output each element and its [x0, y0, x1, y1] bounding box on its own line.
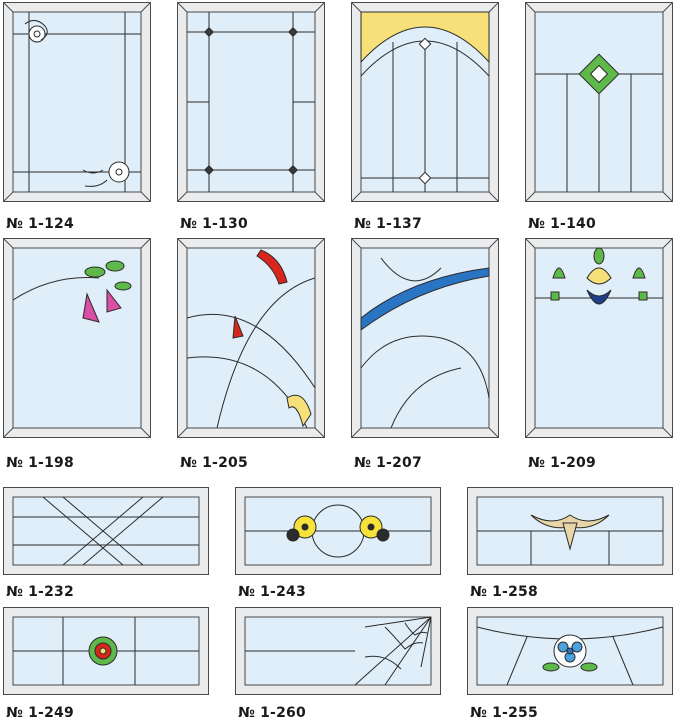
red-rose-icon	[13, 617, 199, 685]
crossed-lines-icon	[13, 496, 199, 566]
window-frame	[351, 238, 499, 438]
caption-1-137: № 1-137	[354, 216, 422, 232]
caption-1-140: № 1-140	[528, 216, 596, 232]
window-1-260[interactable]	[235, 607, 441, 695]
window-1-140[interactable]	[525, 2, 673, 202]
window-1-137[interactable]	[351, 2, 499, 202]
window-1-232[interactable]	[3, 487, 209, 575]
spider-web-icon	[245, 616, 432, 686]
corner-flowers-icon	[13, 12, 141, 192]
window-1-243[interactable]	[235, 487, 441, 575]
window-1-249[interactable]	[3, 607, 209, 695]
caption-1-249: № 1-249	[6, 705, 74, 721]
caption-1-130: № 1-130	[180, 216, 248, 232]
fuchsia-flower-icon	[12, 260, 132, 323]
lead-grid-icon	[187, 12, 315, 192]
red-ribbon-icon	[186, 249, 316, 429]
window-1-207[interactable]	[351, 238, 499, 438]
window-frame	[3, 238, 151, 438]
window-frame	[3, 487, 209, 575]
caption-1-209: № 1-209	[528, 455, 596, 471]
caption-1-124: № 1-124	[6, 216, 74, 232]
yellow-arch-icon	[360, 11, 490, 192]
window-1-124[interactable]	[3, 2, 151, 202]
caption-1-260: № 1-260	[238, 705, 306, 721]
caption-1-232: № 1-232	[6, 584, 74, 600]
window-1-255[interactable]	[467, 607, 673, 695]
tulip-border-icon	[535, 247, 663, 305]
window-1-205[interactable]	[177, 238, 325, 438]
caption-1-258: № 1-258	[470, 584, 538, 600]
caption-1-198: № 1-198	[6, 455, 74, 471]
blue-waves-icon	[360, 257, 490, 429]
caption-1-205: № 1-205	[180, 455, 248, 471]
window-1-130[interactable]	[177, 2, 325, 202]
green-diamond-icon	[535, 53, 663, 192]
blue-flower-icon	[476, 626, 664, 686]
window-1-209[interactable]	[525, 238, 673, 438]
window-1-198[interactable]	[3, 238, 151, 438]
beige-ornament-icon	[477, 514, 663, 565]
yellow-flowers-icon	[245, 504, 431, 558]
caption-1-255: № 1-255	[470, 705, 538, 721]
caption-1-243: № 1-243	[238, 584, 306, 600]
caption-1-207: № 1-207	[354, 455, 422, 471]
window-1-258[interactable]	[467, 487, 673, 575]
